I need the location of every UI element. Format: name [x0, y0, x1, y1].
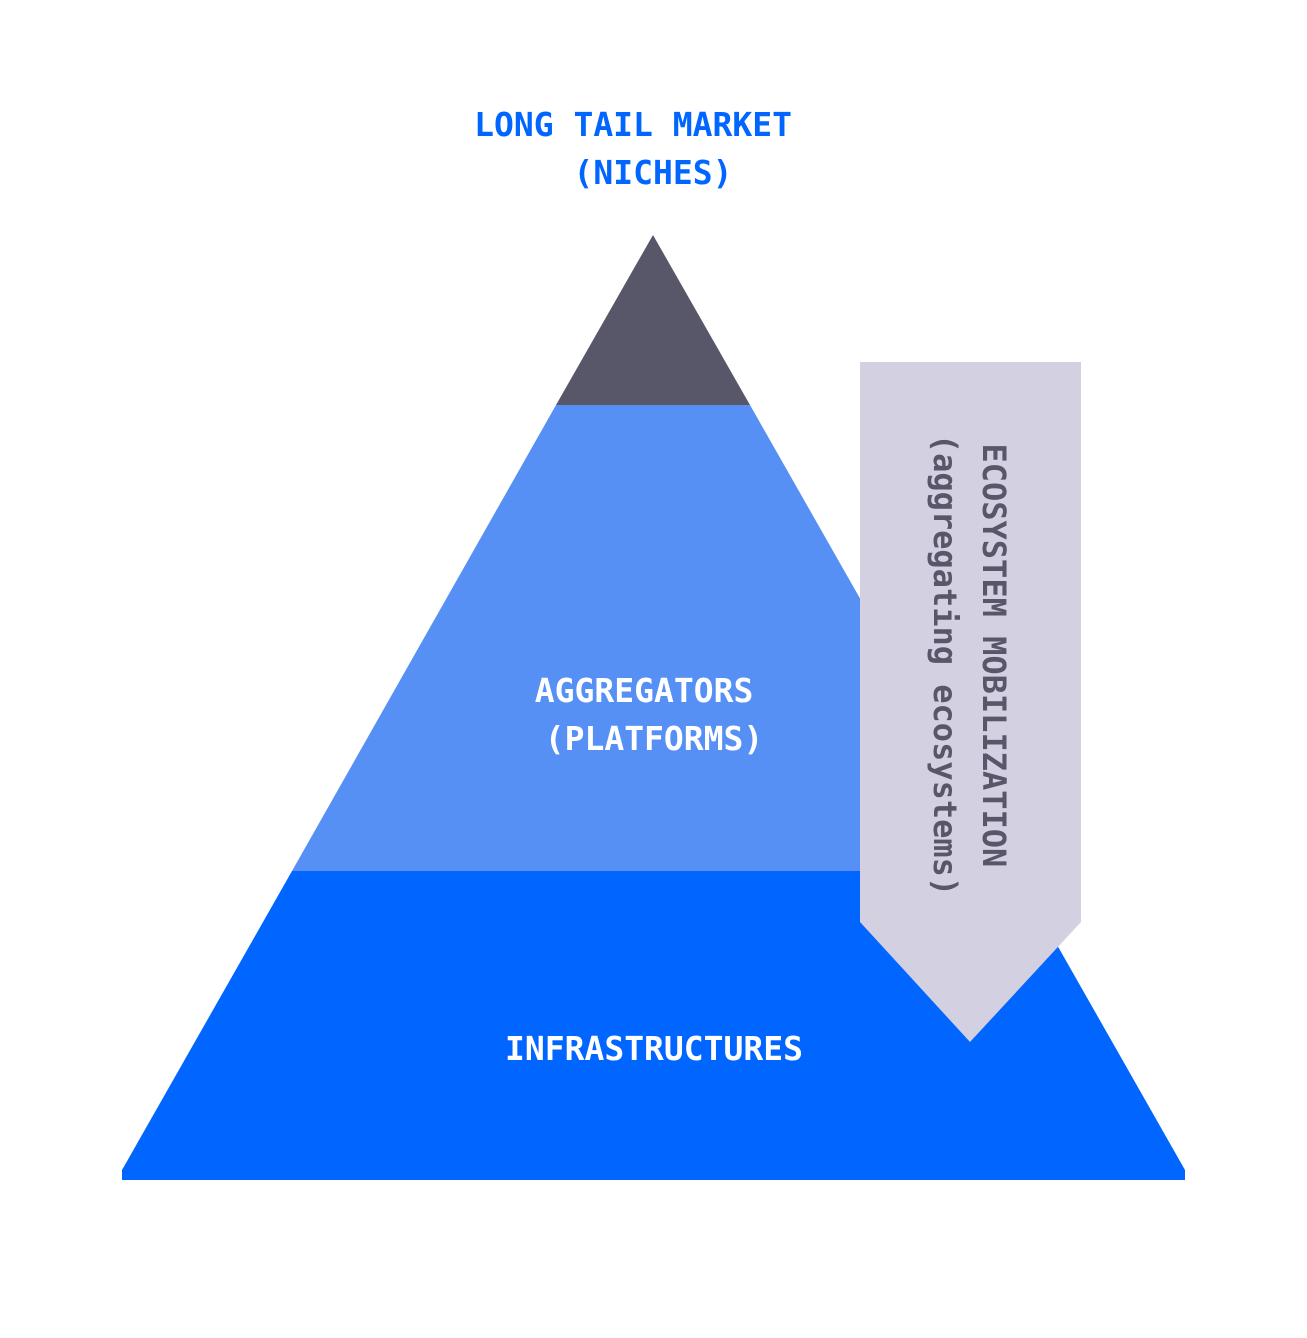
pyramid-tier-aggregators — [292, 405, 1015, 871]
arrow-label-group: ECOSYSTEM MOBILIZATION (aggregating ecos… — [926, 434, 1013, 896]
ecosystem-mobilization-line2: (aggregating ecosystems) — [926, 434, 964, 896]
pyramid-tier-long-tail — [556, 235, 750, 405]
ecosystem-mobilization-arrow — [860, 362, 1081, 1042]
long-tail-market-label: LONG TAIL MARKET (NICHES) — [474, 105, 812, 192]
long-tail-market-line1: LONG TAIL MARKET — [474, 105, 792, 144]
aggregators-label: AGGREGATORS (PLATFORMS) — [535, 671, 773, 758]
ecosystem-mobilization-label: ECOSYSTEM MOBILIZATION (aggregating ecos… — [926, 434, 1013, 896]
infrastructures-label: INFRASTRUCTURES — [505, 1029, 803, 1068]
aggregators-line1: AGGREGATORS — [535, 671, 754, 710]
ecosystem-mobilization-line1: ECOSYSTEM MOBILIZATION — [975, 443, 1013, 867]
long-tail-market-line2: (NICHES) — [574, 153, 733, 192]
aggregators-line2: (PLATFORMS) — [545, 719, 764, 758]
infrastructures-line1: INFRASTRUCTURES — [505, 1029, 803, 1068]
